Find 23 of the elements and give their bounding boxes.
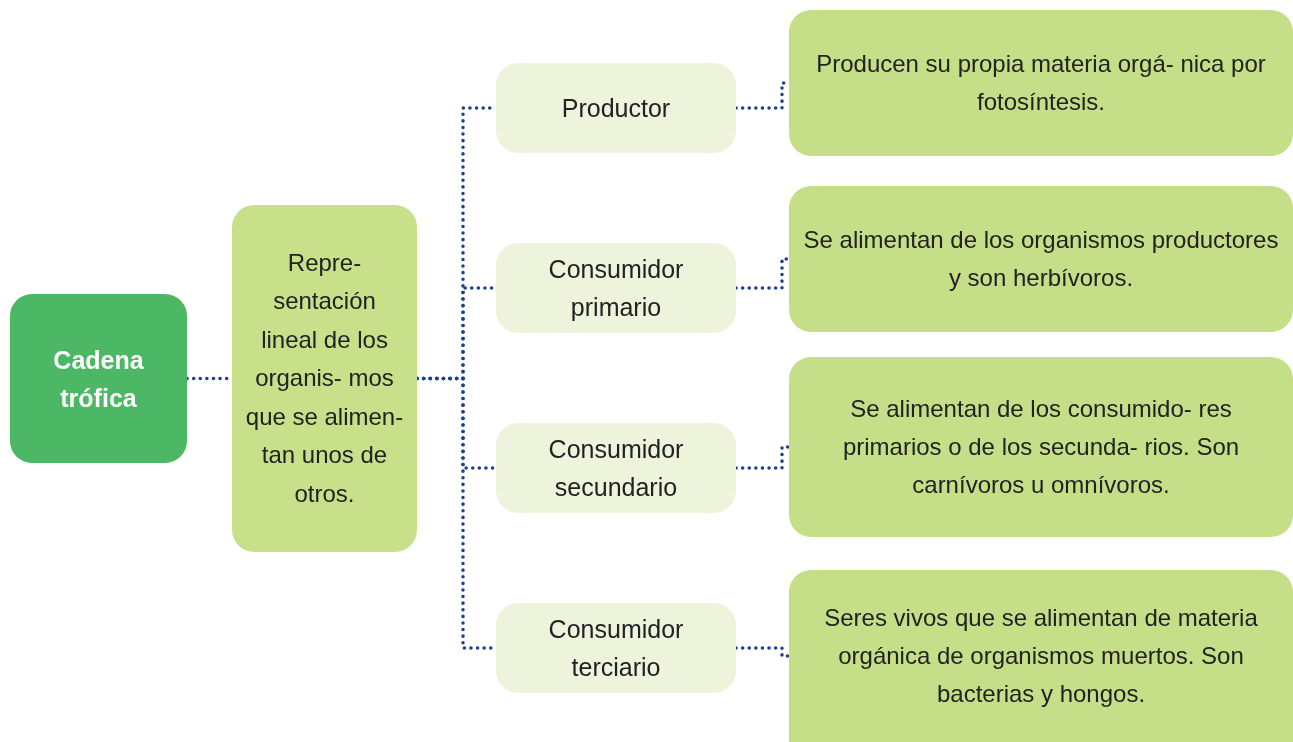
- node-text: Consumidor primario: [547, 254, 685, 323]
- category-box: [496, 63, 736, 153]
- node-text: Producen su propia materia orgá- nica por fotosíntesis.: [815, 49, 1267, 117]
- description-box: [789, 570, 1293, 742]
- description-box: [789, 186, 1293, 332]
- dotted-connector: [734, 646, 791, 658]
- category-box: [496, 243, 736, 333]
- description-box: [789, 10, 1293, 156]
- dotted-connector: [734, 445, 791, 470]
- node-text: Cadena trófica: [52, 344, 145, 414]
- node-text: Consumidor secundario: [547, 434, 685, 503]
- dotted-connector: [734, 257, 791, 290]
- category-box: [496, 423, 736, 513]
- node-text: Se alimentan de los consumido- res primarios o de los secunda- rios. Son carnívoros u omnívoros.: [841, 394, 1241, 500]
- node-text: Productor: [560, 93, 672, 124]
- category-box: [496, 603, 736, 693]
- definition-box: [232, 205, 417, 552]
- topic-box: [10, 294, 187, 463]
- node-text: Se alimentan de los organismos productores y son herbívoros.: [802, 225, 1280, 293]
- node-text: Seres vivos que se alimentan de materia orgánica de organismos muertos. Son bacterias y hongos.: [823, 603, 1259, 709]
- node-text: Repre- sentación lineal de los organis- mos que se alimen- tan unos de otros.: [244, 247, 405, 509]
- description-box: [789, 357, 1293, 537]
- node-text: Consumidor terciario: [547, 614, 685, 683]
